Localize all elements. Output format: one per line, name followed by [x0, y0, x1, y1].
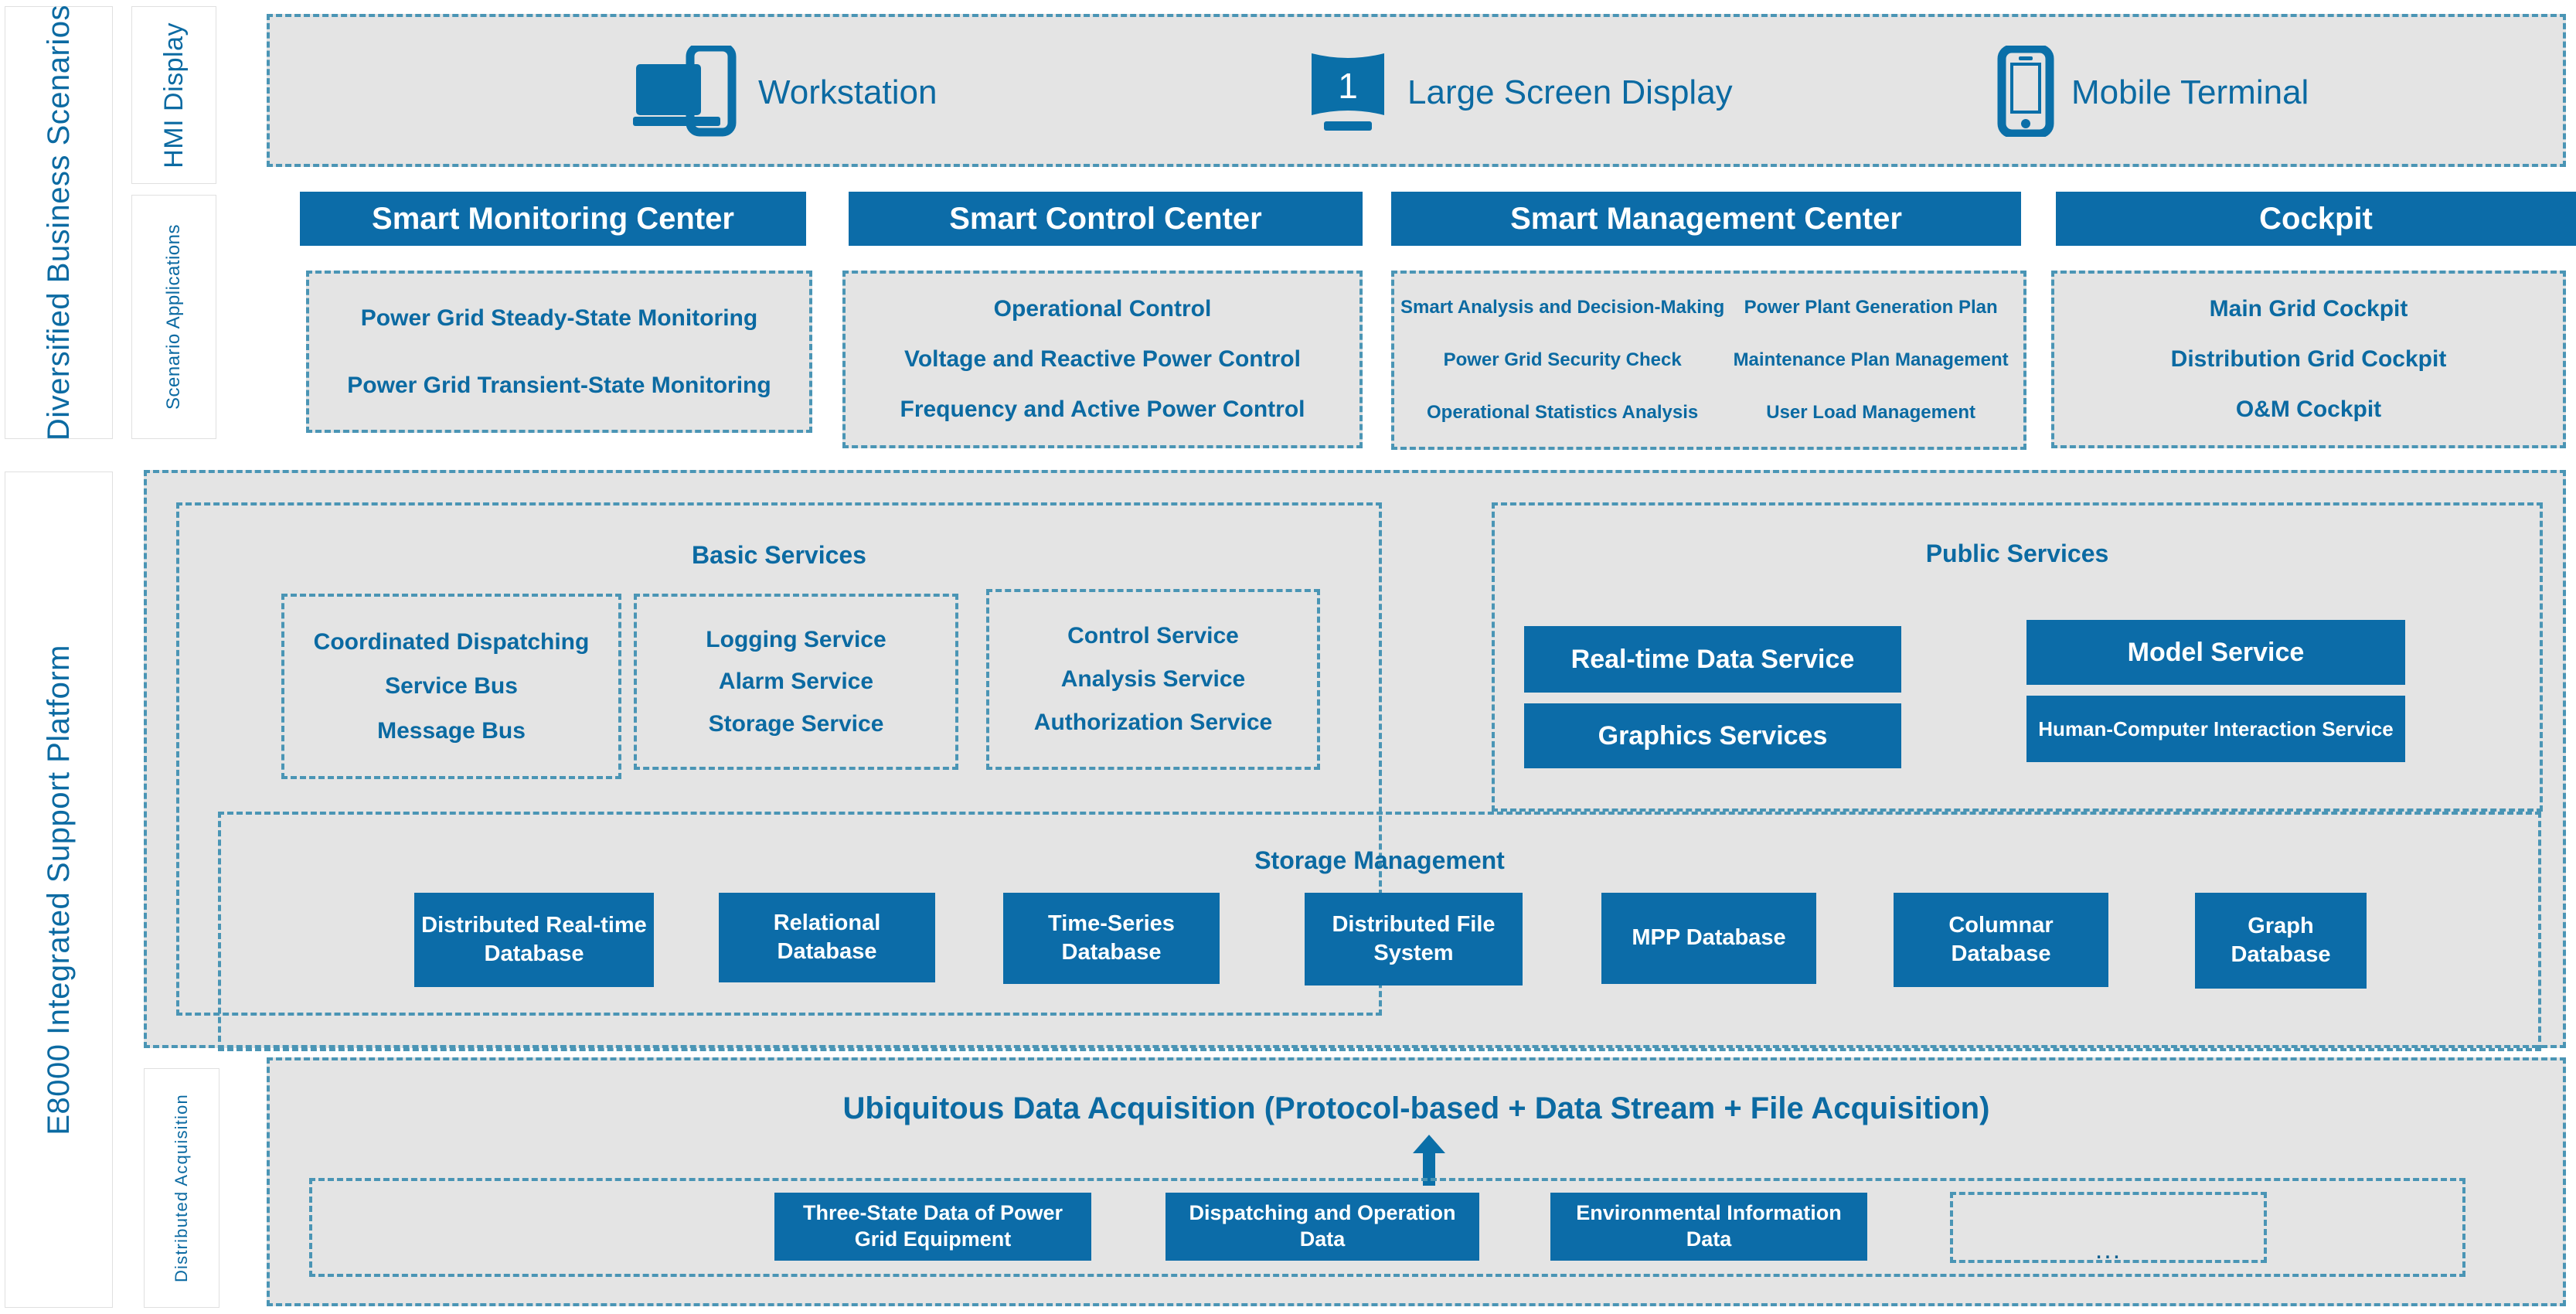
large-screen-display-icon: 1 [1305, 46, 1390, 141]
public-service-real-time-data-service[interactable]: Real-time Data Service [1524, 626, 1901, 693]
rail-platform-label: E8000 Integrated Support Platform [41, 644, 76, 1135]
basic-service-item[interactable]: Control Service [1067, 623, 1239, 648]
scenario-item[interactable]: Main Grid Cockpit [2209, 296, 2408, 322]
hmi-item-large-screen-display[interactable]: 1 Large Screen Display [1305, 39, 1733, 147]
scenario-body-smart-control-center: Operational Control Voltage and Reactive… [842, 271, 1363, 448]
scenario-item[interactable]: Power Grid Security Check [1443, 349, 1682, 370]
rail-e8000-platform: E8000 Integrated Support Platform [5, 471, 113, 1308]
scenario-item[interactable]: User Load Management [1766, 402, 1975, 423]
public-services-container [1492, 502, 2543, 812]
basic-service-item[interactable]: Coordinated Dispatching [313, 628, 590, 655]
mobile-terminal-icon [1997, 44, 2054, 141]
public-service-graphics-services[interactable]: Graphics Services [1524, 703, 1901, 768]
database-distributed-real-time[interactable]: Distributed Real-time Database [414, 893, 654, 987]
scenario-item[interactable]: Maintenance Plan Management [1733, 349, 2009, 370]
scenario-item[interactable]: Power Plant Generation Plan [1744, 297, 1998, 318]
basic-service-item[interactable]: Analysis Service [1060, 666, 1246, 692]
scenario-header-cockpit[interactable]: Cockpit [2056, 192, 2576, 246]
rail-diversified-business-scenarios: Diversified Business Scenarios [5, 4, 113, 441]
scenario-body-cockpit: Main Grid Cockpit Distribution Grid Cock… [2051, 271, 2566, 448]
database-graph[interactable]: Graph Database [2195, 893, 2367, 989]
basic-service-item[interactable]: Logging Service [706, 626, 886, 652]
rail-acquisition-label: Distributed Acquisition [172, 1093, 191, 1283]
hmi-item-mobile-terminal[interactable]: Mobile Terminal [1997, 39, 2309, 147]
acquisition-source-three-state-data[interactable]: Three-State Data of Power Grid Equipment [774, 1193, 1091, 1261]
scenario-item[interactable]: Frequency and Active Power Control [900, 396, 1305, 422]
acquisition-source-environmental-information-data[interactable]: Environmental Information Data [1550, 1193, 1867, 1261]
scenario-item[interactable]: O&M Cockpit [2235, 396, 2382, 422]
rail-hmi-display: HMI Display [131, 6, 216, 184]
rail-business-label: Diversified Business Scenarios [41, 4, 76, 441]
database-distributed-file-system[interactable]: Distributed File System [1305, 893, 1523, 986]
scenario-header-smart-monitoring-center[interactable]: Smart Monitoring Center [300, 192, 806, 246]
rail-hmi-label: HMI Display [158, 22, 189, 169]
basic-services-group-3: Control Service Analysis Service Authori… [986, 589, 1320, 770]
scenario-item[interactable]: Operational Control [993, 296, 1212, 322]
basic-service-item[interactable]: Alarm Service [718, 669, 874, 694]
basic-service-item[interactable]: Service Bus [385, 673, 518, 699]
hmi-display-strip: Workstation 1 Large Screen Display [267, 14, 2566, 167]
scenario-header-smart-management-center[interactable]: Smart Management Center [1391, 192, 2021, 246]
storage-management-container [218, 812, 2541, 1051]
ellipsis-icon: ... [2094, 1235, 2122, 1265]
rail-distributed-acquisition: Distributed Acquisition [144, 1068, 219, 1308]
scenario-item[interactable]: Smart Analysis and Decision-Making [1400, 297, 1725, 318]
scenario-body-smart-management-center: Smart Analysis and Decision-Making Power… [1391, 271, 2026, 450]
workstation-icon [633, 43, 741, 141]
upward-arrow-icon [1413, 1135, 1445, 1186]
svg-text:1: 1 [1338, 66, 1358, 106]
acquisition-source-dispatching-operation-data[interactable]: Dispatching and Operation Data [1165, 1193, 1479, 1261]
hmi-item-workstation[interactable]: Workstation [633, 39, 938, 147]
acquisition-source-placeholder[interactable]: ... [1950, 1192, 2267, 1263]
storage-management-title: Storage Management [1254, 846, 1505, 874]
large-screen-display-label: Large Screen Display [1407, 73, 1733, 111]
scenario-item[interactable]: Power Grid Transient-State Monitoring [347, 372, 771, 398]
scenario-item[interactable]: Voltage and Reactive Power Control [904, 346, 1301, 372]
public-services-title: Public Services [1925, 540, 2109, 567]
basic-services-group-1: Coordinated Dispatching Service Bus Mess… [281, 594, 621, 779]
basic-services-container [176, 502, 1382, 1016]
database-columnar[interactable]: Columnar Database [1894, 893, 2108, 987]
basic-services-group-2: Logging Service Alarm Service Storage Se… [634, 594, 958, 770]
basic-service-item[interactable]: Message Bus [377, 717, 526, 744]
acquisition-outer-container [267, 1057, 2566, 1306]
scenario-item[interactable]: Operational Statistics Analysis [1427, 402, 1699, 423]
acquisition-sources-container [309, 1178, 2465, 1277]
mobile-terminal-label: Mobile Terminal [2071, 73, 2309, 111]
database-time-series[interactable]: Time-Series Database [1003, 893, 1220, 984]
basic-services-title: Basic Services [692, 541, 866, 569]
basic-service-item[interactable]: Storage Service [708, 710, 884, 737]
rail-scenario-applications: Scenario Applications [131, 195, 216, 439]
scenario-body-smart-monitoring-center: Power Grid Steady-State Monitoring Power… [306, 271, 812, 433]
public-service-model-service[interactable]: Model Service [2026, 620, 2405, 685]
basic-service-item[interactable]: Authorization Service [1033, 710, 1273, 735]
scenario-item[interactable]: Power Grid Steady-State Monitoring [360, 305, 758, 331]
acquisition-title: Ubiquitous Data Acquisition (Protocol-ba… [842, 1091, 1990, 1125]
scenario-item[interactable]: Distribution Grid Cockpit [2170, 346, 2447, 372]
workstation-label: Workstation [758, 73, 938, 111]
scenario-header-smart-control-center[interactable]: Smart Control Center [849, 192, 1363, 246]
rail-scenario-label: Scenario Applications [163, 224, 184, 410]
database-relational[interactable]: Relational Database [719, 893, 935, 982]
public-service-human-computer-interaction-service[interactable]: Human-Computer Interaction Service [2026, 696, 2405, 762]
database-mpp[interactable]: MPP Database [1601, 893, 1816, 984]
